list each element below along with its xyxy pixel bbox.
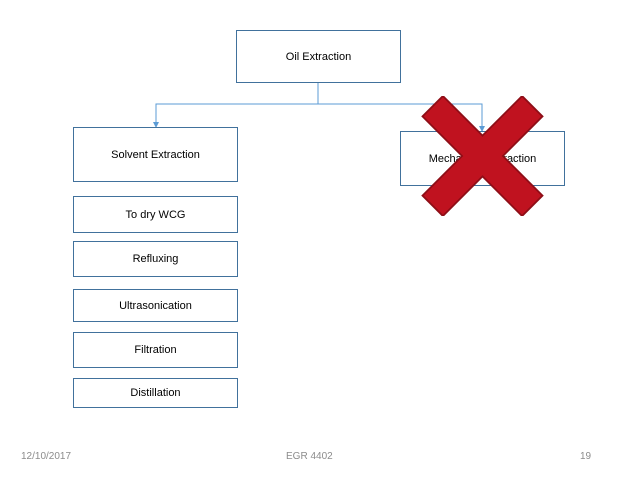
step-filtration: Filtration [73,332,238,368]
step-distillation: Distillation [73,378,238,408]
step-label: Filtration [134,344,177,356]
node-solvent-extraction: Solvent Extraction [73,127,238,182]
step-label: To dry WCG [125,208,186,221]
footer-course: EGR 4402 [286,451,333,462]
step-label: Refluxing [132,253,179,265]
step-refluxing: Refluxing [73,241,238,277]
step-label: Distillation [130,387,181,399]
footer-date: 12/10/2017 [21,451,72,462]
footer-page-number: 19 [580,451,592,462]
node-solvent-extraction-label: Solvent Extraction [111,148,200,161]
red-x-icon [421,96,544,216]
node-oil-extraction-label: Oil Extraction [285,50,352,63]
step-to-dry-wcg: To dry WCG [73,196,238,233]
connector-to-solvent-extraction [153,103,318,128]
step-ultrasonication: Ultrasonication [73,289,238,322]
step-label: Ultrasonication [119,299,192,312]
node-oil-extraction: Oil Extraction [236,30,401,83]
connector-to-mechanical-extraction [318,103,485,132]
